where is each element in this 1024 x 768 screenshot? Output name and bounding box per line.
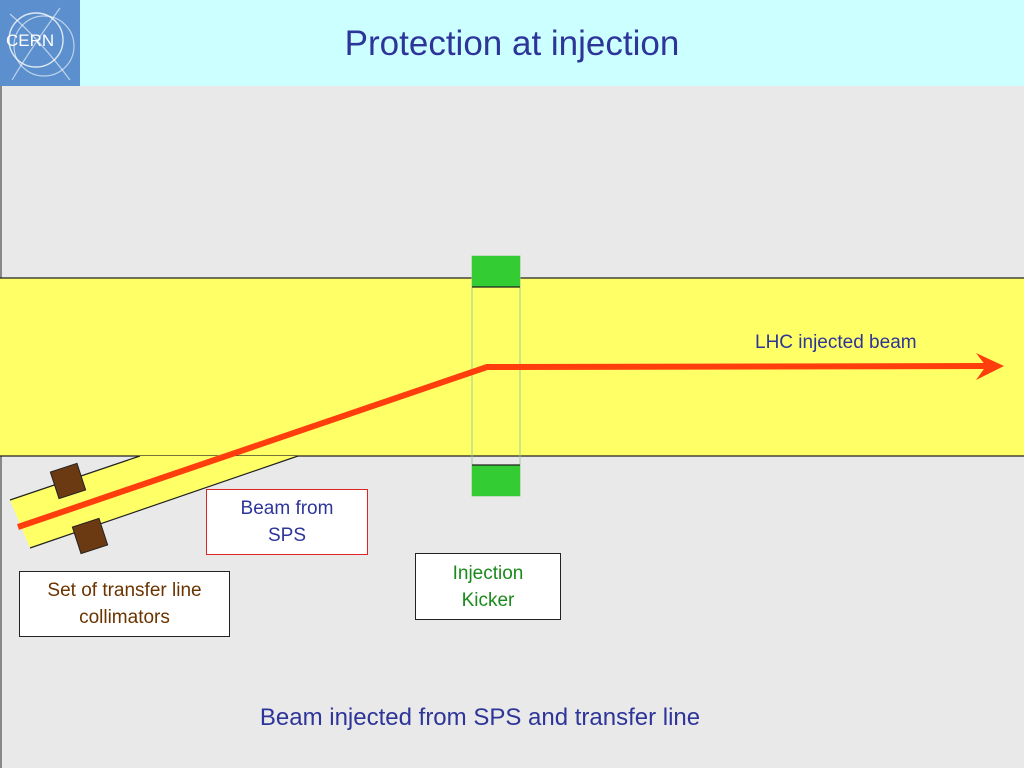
collimators-label: Set of transfer line collimators bbox=[47, 580, 202, 628]
collimators-box: Set of transfer line collimators bbox=[19, 571, 230, 637]
beam-from-sps-label: Beam from SPS bbox=[240, 498, 334, 546]
collimator-lower bbox=[71, 517, 109, 555]
collimator-upper bbox=[49, 462, 87, 500]
cern-logo-icon: CERN bbox=[0, 0, 80, 86]
slide-header: CERN Protection at injection bbox=[0, 0, 1024, 86]
kicker-lower-block bbox=[472, 465, 520, 496]
injection-kicker-box: Injection Kicker bbox=[415, 553, 561, 620]
page-title: Protection at injection bbox=[344, 24, 680, 63]
beam-from-sps-box: Beam from SPS bbox=[206, 489, 368, 555]
slide-caption: Beam injected from SPS and transfer line bbox=[259, 704, 701, 731]
lhc-injected-beam-label: LHC injected beam bbox=[755, 332, 917, 353]
logo-text: CERN bbox=[6, 31, 54, 50]
kicker-upper-block bbox=[472, 256, 520, 287]
injection-kicker-label: Injection Kicker bbox=[452, 562, 524, 611]
beam-path bbox=[17, 363, 989, 530]
arrowhead-icon bbox=[976, 353, 1004, 380]
